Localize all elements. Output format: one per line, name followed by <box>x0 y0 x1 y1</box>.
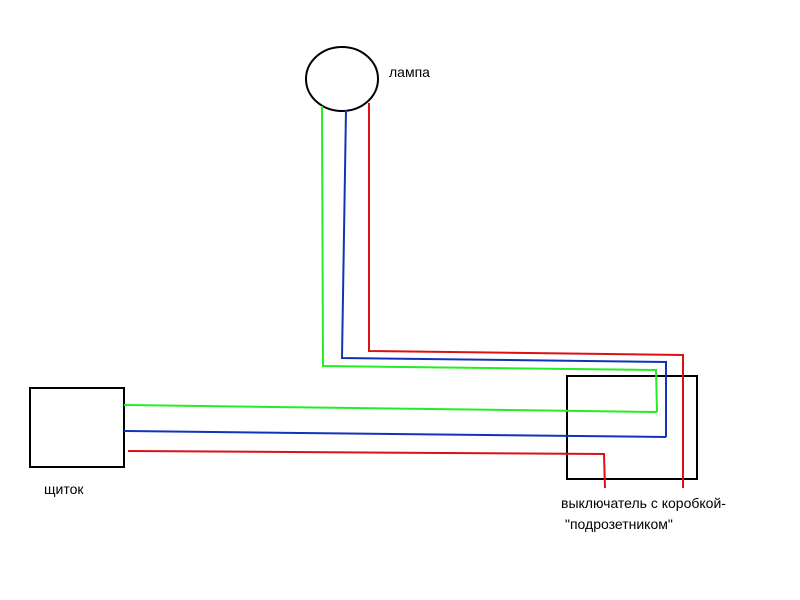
lamp-label: лампа <box>389 64 430 80</box>
switch-box <box>566 375 698 480</box>
panel-label: щиток <box>44 481 84 497</box>
green-wire-panel <box>123 404 658 413</box>
red-wire-panel <box>127 450 606 489</box>
red-wire-lamp <box>368 103 684 488</box>
green-wire-lamp <box>321 105 658 413</box>
lamp-circle <box>305 46 379 112</box>
blue-wire-panel <box>123 430 667 438</box>
blue-wire-lamp <box>340 109 667 437</box>
switch-label-line1: выключатель с коробкой- <box>561 495 726 511</box>
panel-box <box>29 387 125 468</box>
switch-label-line2: "подрозетником" <box>565 516 673 532</box>
